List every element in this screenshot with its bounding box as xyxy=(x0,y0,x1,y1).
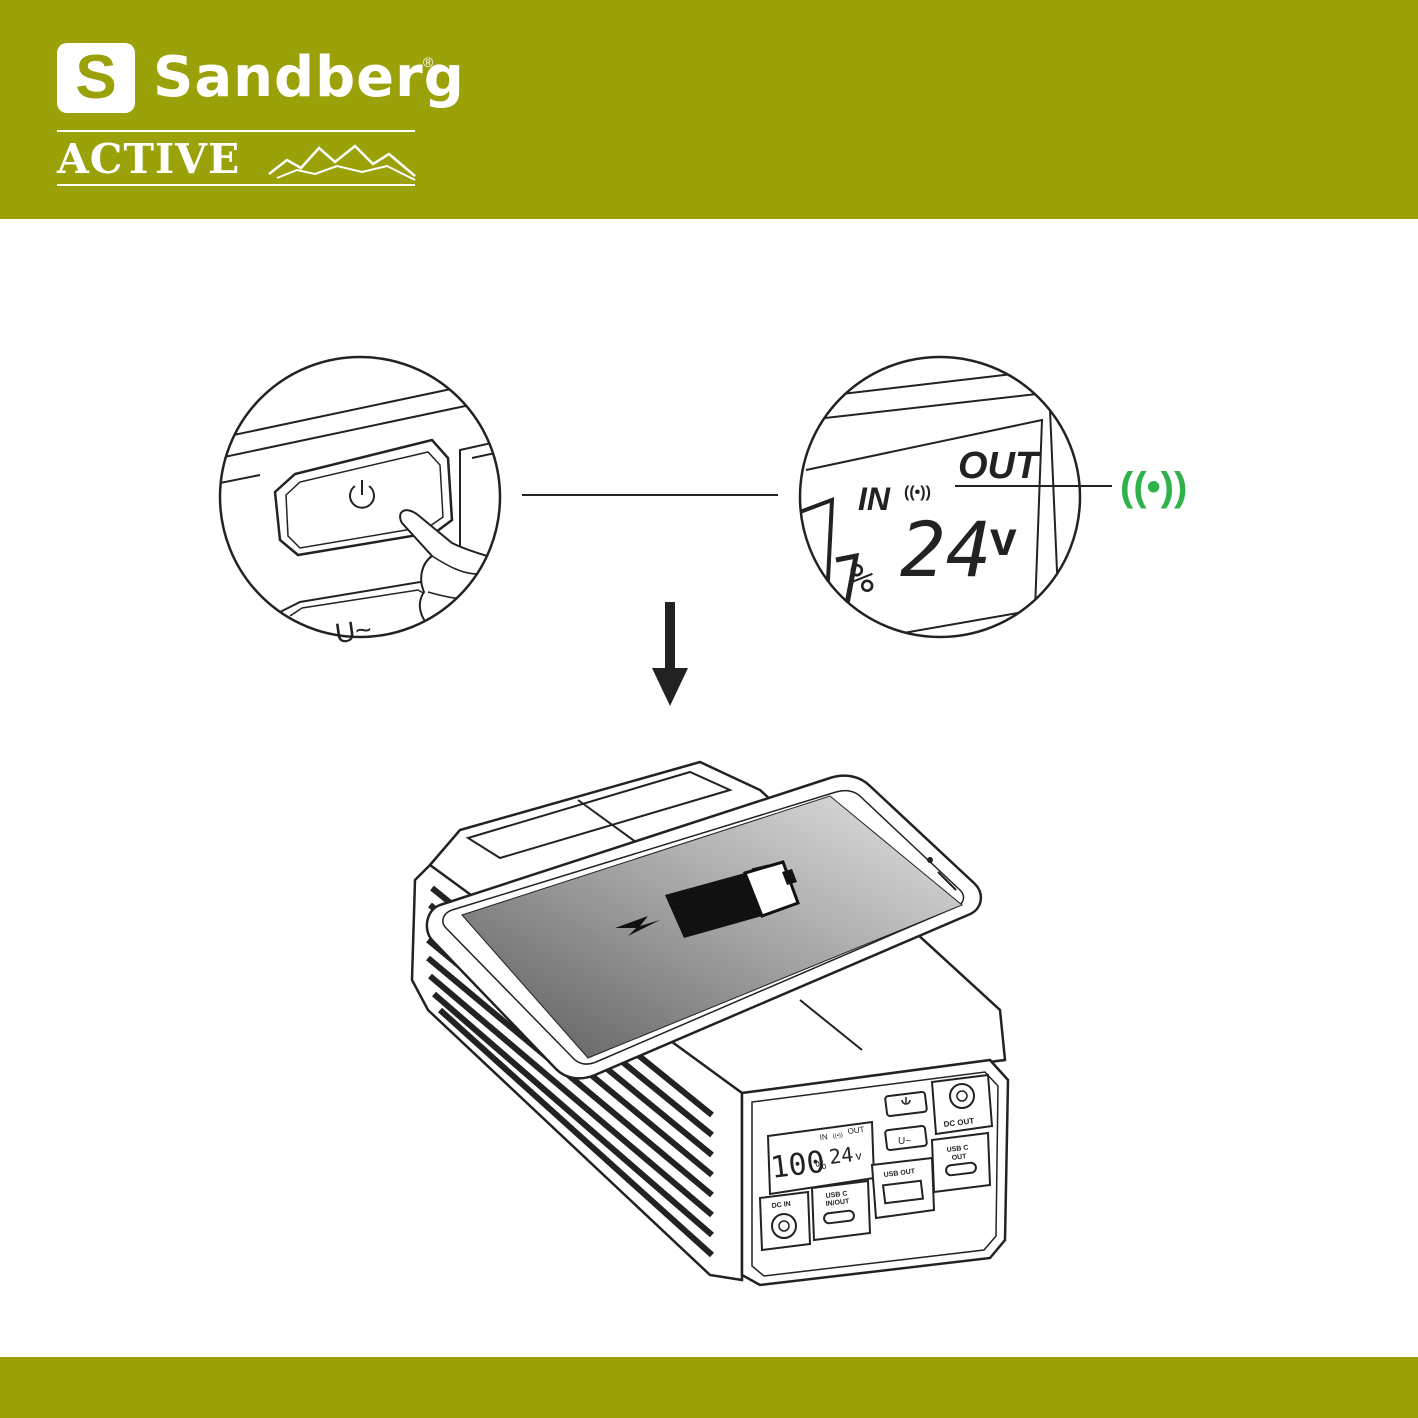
lcd-in: IN xyxy=(819,1132,828,1142)
dc-out-port: DC OUT xyxy=(932,1075,992,1134)
dc-in-port: DC IN xyxy=(760,1192,810,1250)
usb-c-out-port: USB C OUT xyxy=(932,1133,990,1192)
lcd-wireless: ((•)) xyxy=(833,1133,844,1140)
display-percent-sign: % xyxy=(850,556,874,602)
lcd-percent-sign: % xyxy=(815,1158,828,1173)
mode-button-label: U~ xyxy=(333,613,374,649)
display-out-label: OUT xyxy=(958,445,1041,487)
lcd-voltage: 24 xyxy=(828,1142,855,1169)
display-voltage: 24 xyxy=(900,505,992,594)
phone-camera xyxy=(927,857,933,863)
down-arrow-icon xyxy=(652,602,688,706)
display-in-label: IN xyxy=(858,481,891,517)
display-wireless-symbol: ((•)) xyxy=(904,484,931,501)
device-power-button[interactable] xyxy=(885,1092,927,1117)
power-button-zoom: U~ xyxy=(210,357,540,660)
device-mode-label: U~ xyxy=(898,1136,911,1147)
usb-c-inout-port: USB C IN/OUT xyxy=(812,1181,870,1240)
wireless-charging-icon: ((•)) xyxy=(1120,465,1187,509)
usb-out-port: USB OUT xyxy=(872,1158,934,1218)
display-voltage-unit: v xyxy=(990,513,1017,566)
device-mode-button[interactable]: U~ xyxy=(885,1126,927,1151)
display-zoom: IN ((•)) OUT % 24 v xyxy=(790,357,1090,650)
